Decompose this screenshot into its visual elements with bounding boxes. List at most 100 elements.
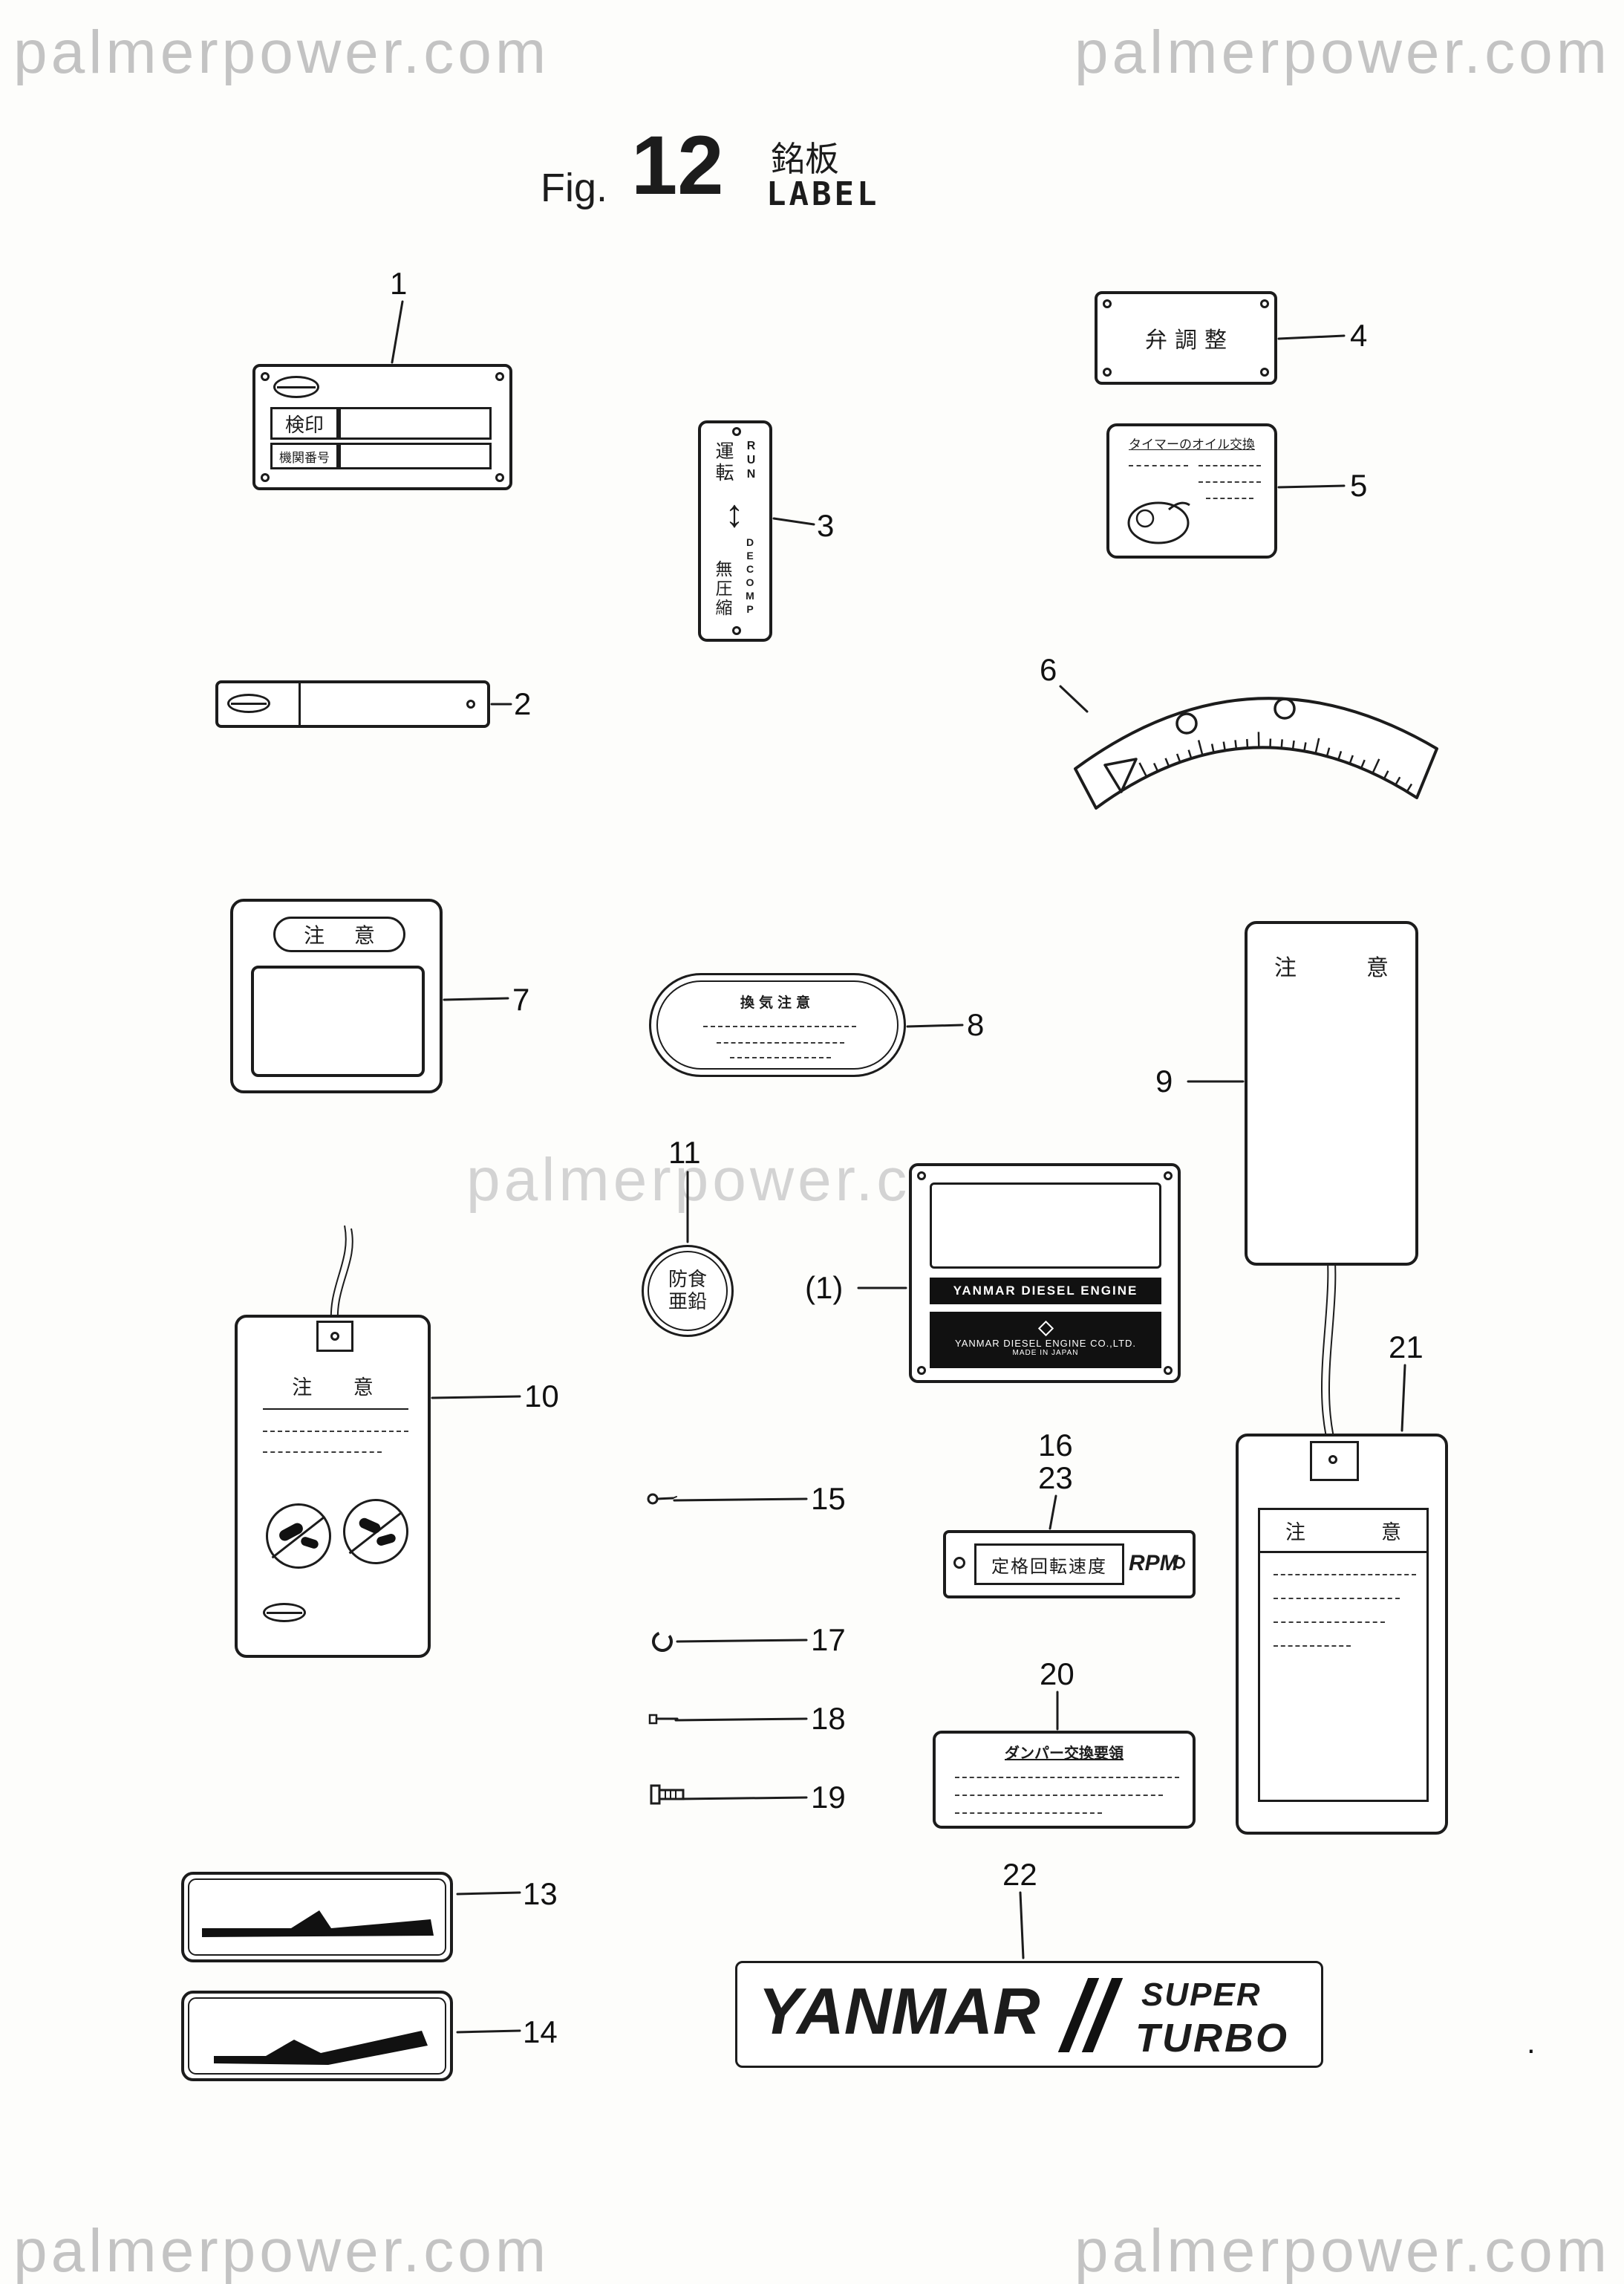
nameplate-blank-area xyxy=(930,1182,1161,1269)
tag21-left: 注 xyxy=(1285,1521,1305,1543)
yanmar-wordmark: YANMAR xyxy=(758,1974,1040,2048)
zinc-line2: 亜鉛 xyxy=(668,1290,707,1312)
bolt-icon xyxy=(649,1780,694,1811)
damper-label-20: ダンパー交換要領 xyxy=(933,1731,1196,1829)
screw-hole xyxy=(732,427,741,436)
yanmar-oval-logo-icon xyxy=(273,376,319,398)
caution9-right: 意 xyxy=(1366,956,1389,980)
screw-hole xyxy=(466,700,475,709)
screw-hole xyxy=(917,1366,926,1375)
tag21-body: 注 意 xyxy=(1258,1508,1429,1802)
screw-hole xyxy=(953,1557,965,1569)
decomp-jp: 無圧縮 xyxy=(713,560,732,618)
text-line xyxy=(263,1431,408,1432)
callout-7: 7 xyxy=(512,982,530,1017)
inner-outline xyxy=(656,980,899,1070)
screw-icon xyxy=(646,1488,679,1509)
callout-11: 11 xyxy=(668,1135,701,1170)
oil-can-icon xyxy=(1127,501,1201,544)
zinc-text: 防食 亜鉛 xyxy=(648,1251,728,1331)
scale-plate-6 xyxy=(1062,654,1448,824)
damper-label-title: ダンパー交換要領 xyxy=(1005,1745,1124,1762)
tag21-tab xyxy=(1310,1441,1359,1481)
text-line xyxy=(955,1777,1179,1778)
prohibition-icon xyxy=(266,1503,331,1569)
decomp-run-en: RUN xyxy=(745,440,757,482)
callout-13: 13 xyxy=(523,1876,558,1911)
text-line xyxy=(955,1812,1102,1814)
screw-hole xyxy=(1103,299,1112,308)
text-line xyxy=(703,1026,856,1027)
nameplate-1: 検印 機関番号 xyxy=(252,364,512,490)
yanmar-nameplate: YANMAR DIESEL ENGINE YANMAR DIESEL ENGIN… xyxy=(909,1163,1181,1383)
nameplate-band2: YANMAR DIESEL ENGINE CO.,LTD. MADE IN JA… xyxy=(930,1312,1161,1368)
mount-hole xyxy=(1275,699,1294,718)
timer-label-5: タイマーのオイル交換 xyxy=(1106,423,1277,559)
screw-hole xyxy=(1103,368,1112,377)
text-line xyxy=(1199,465,1261,466)
watermark: palmerpower.com xyxy=(13,2217,550,2284)
mount-hole xyxy=(1177,714,1196,733)
prohibition-icon xyxy=(343,1499,408,1564)
decal14-graphic xyxy=(214,2031,428,2065)
rpm-plate-16: 定格回転速度 RPM xyxy=(943,1530,1196,1598)
callout-2: 2 xyxy=(514,686,532,721)
nameplate-band1: YANMAR DIESEL ENGINE xyxy=(930,1278,1161,1304)
tag10-title: 注 意 xyxy=(292,1376,391,1399)
decal-14 xyxy=(181,1991,453,2081)
caution7-title: 注 意 xyxy=(304,924,387,947)
callout-5: 5 xyxy=(1350,468,1368,503)
decal13-graphic xyxy=(202,1910,434,1937)
callout-1: 1 xyxy=(390,266,408,301)
pin-icon xyxy=(648,1710,682,1729)
callout-22: 22 xyxy=(1002,1857,1037,1892)
strip-plate-2 xyxy=(215,680,490,728)
yanmar-logo-plate-22: YANMAR SUPER TURBO xyxy=(735,1961,1323,2068)
callout-4: 4 xyxy=(1350,318,1368,353)
screw-hole xyxy=(261,473,270,482)
callout-17: 17 xyxy=(811,1622,846,1657)
screw-hole xyxy=(1260,368,1269,377)
inner-outline xyxy=(188,1878,446,1956)
screw-hole xyxy=(495,372,504,381)
double-arrow-icon: ↕ xyxy=(725,492,744,536)
valve-plate-4: 弁調整 xyxy=(1095,291,1277,385)
callout-18: 18 xyxy=(811,1701,846,1736)
callout-16: 16 xyxy=(1038,1428,1073,1463)
screw-hole xyxy=(261,372,270,381)
rpm-plate-jp: 定格回転速度 xyxy=(974,1543,1124,1585)
plate1-field2-label: 機関番号 xyxy=(270,443,339,469)
plate1-field2-value xyxy=(339,443,492,469)
text-line xyxy=(1206,498,1253,499)
callout-19: 19 xyxy=(811,1780,846,1815)
tag10-tab xyxy=(316,1321,353,1352)
decomp-label-3: 運転 RUN ↕ DECOMP 無圧縮 xyxy=(698,420,772,642)
caution9-title: 注 意 xyxy=(1248,949,1415,982)
stray-dot: . xyxy=(1527,2025,1536,2060)
callout-1-paren: (1) xyxy=(805,1270,844,1305)
screw-hole xyxy=(495,473,504,482)
rule-line xyxy=(263,1408,408,1410)
callout-8: 8 xyxy=(967,1007,985,1042)
yanmar-oval-logo-icon xyxy=(263,1603,306,1622)
yanmar-oval-logo-icon xyxy=(227,694,270,713)
plate1-field1-value xyxy=(339,407,492,440)
zinc-line1: 防食 xyxy=(668,1268,707,1291)
snap-ring-icon xyxy=(648,1627,677,1656)
plate1-field1-label: 検印 xyxy=(270,407,339,440)
pictogram xyxy=(299,1535,320,1550)
callout-20: 20 xyxy=(1040,1656,1074,1691)
vent-label-8: 換気注意 xyxy=(649,973,906,1077)
tag21-title: 注 意 xyxy=(1260,1510,1426,1553)
zinc-label-11: 防食 亜鉛 xyxy=(642,1245,734,1337)
text-line xyxy=(1274,1621,1385,1623)
inner-outline xyxy=(188,1997,446,2075)
screw-hole xyxy=(1173,1557,1185,1569)
callout-23: 23 xyxy=(1038,1460,1073,1495)
scale-ticks xyxy=(1140,732,1412,791)
text-line xyxy=(717,1042,844,1044)
callout-6: 6 xyxy=(1040,652,1057,687)
timer-label-title: タイマーのオイル交換 xyxy=(1129,437,1255,452)
text-line xyxy=(955,1795,1163,1796)
